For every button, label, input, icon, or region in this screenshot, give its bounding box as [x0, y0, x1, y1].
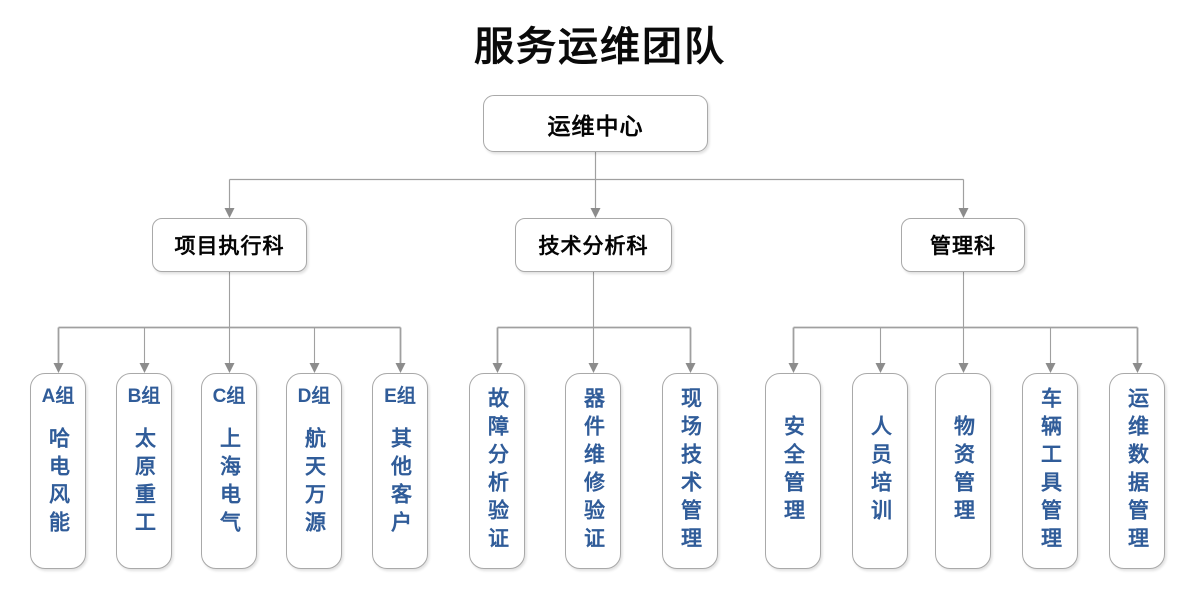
leaf-name-label: 安全管理: [781, 415, 805, 527]
leaf-name-label: 现场技术管理: [678, 387, 702, 555]
leaf-node-fault-analysis: 故障分析验证: [469, 373, 525, 569]
leaf-name-label: 太原重工: [132, 427, 156, 539]
leaf-group-label: B组: [127, 386, 161, 407]
leaf-name-label: 航天万源: [302, 427, 326, 539]
leaf-node-group-b: B组 太原重工: [116, 373, 172, 569]
section-node-management: 管理科: [901, 218, 1025, 272]
leaf-name-label: 其他客户: [388, 427, 412, 539]
root-node-label: 运维中心: [547, 112, 644, 139]
root-node: 运维中心: [483, 95, 708, 152]
leaf-name-label: 人员培训: [868, 415, 892, 527]
leaf-node-materials: 物资管理: [935, 373, 991, 569]
leaf-node-component-repair: 器件维修验证: [565, 373, 621, 569]
page-title: 服务运维团队: [474, 25, 726, 69]
leaf-name-label: 物资管理: [951, 415, 975, 527]
leaf-name-label: 器件维修验证: [581, 387, 605, 555]
leaf-node-personnel-training: 人员培训: [852, 373, 908, 569]
leaf-node-field-tech: 现场技术管理: [662, 373, 718, 569]
section-node-project-execution: 项目执行科: [152, 218, 307, 272]
leaf-node-vehicle-tools: 车辆工具管理: [1022, 373, 1078, 569]
leaf-node-safety: 安全管理: [765, 373, 821, 569]
section-label: 管理科: [930, 235, 996, 258]
leaf-name-label: 车辆工具管理: [1038, 387, 1062, 555]
leaf-group-label: A组: [41, 386, 75, 407]
leaf-node-group-a: A组 哈电风能: [30, 373, 86, 569]
section-node-tech-analysis: 技术分析科: [515, 218, 672, 272]
leaf-name-label: 运维数据管理: [1125, 387, 1149, 555]
section-label: 项目执行科: [174, 235, 285, 258]
leaf-group-label: C组: [212, 386, 246, 407]
section-label: 技术分析科: [538, 235, 649, 258]
leaf-group-label: E组: [384, 386, 416, 407]
leaf-node-group-e: E组 其他客户: [372, 373, 428, 569]
leaf-node-group-d: D组 航天万源: [286, 373, 342, 569]
leaf-name-label: 哈电风能: [46, 427, 70, 539]
leaf-node-om-data: 运维数据管理: [1109, 373, 1165, 569]
leaf-group-label: D组: [297, 386, 331, 407]
leaf-name-label: 故障分析验证: [485, 387, 509, 555]
leaf-name-label: 上海电气: [217, 427, 241, 539]
leaf-node-group-c: C组 上海电气: [201, 373, 257, 569]
